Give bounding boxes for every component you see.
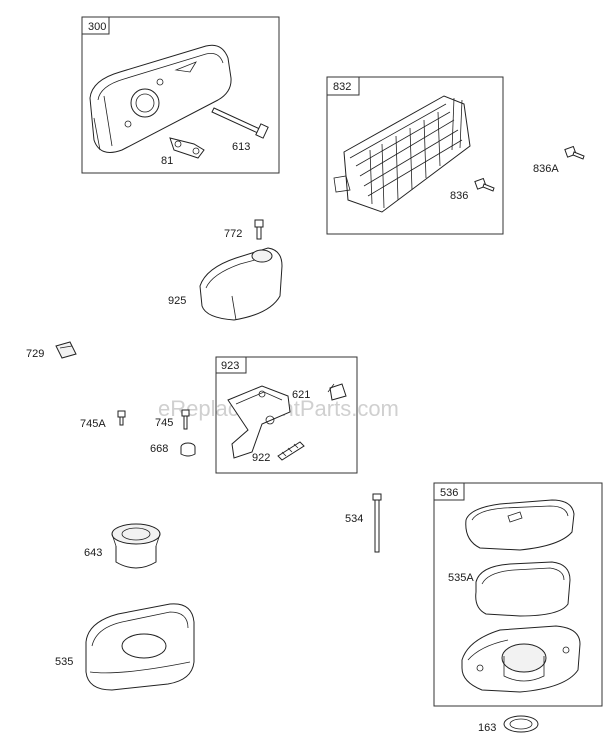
group-832[interactable]: 832 [326, 76, 504, 235]
air-cleaner-cover [465, 499, 575, 551]
group-832-tag [326, 76, 360, 96]
callout-81: 81 [161, 155, 173, 167]
callout-836: 836 [450, 190, 468, 202]
callout-668: 668 [150, 443, 168, 455]
group-923-tag [215, 356, 247, 374]
callout-925: 925 [168, 295, 186, 307]
air-filter-element [475, 561, 571, 617]
group-300-frame [81, 16, 280, 174]
group-536[interactable]: 536 [433, 482, 603, 707]
callout-535: 535 [55, 656, 73, 668]
group-832-frame [326, 76, 504, 235]
group-300[interactable]: 300 [81, 16, 280, 174]
part-745-screw [181, 409, 190, 430]
part-535-filter [85, 603, 195, 691]
group-300-number: 300 [88, 21, 106, 33]
part-922-spring [277, 441, 305, 461]
air-cleaner-base [461, 625, 581, 693]
group-923-frame [215, 356, 358, 474]
callout-922: 922 [252, 452, 270, 464]
callout-613: 613 [232, 141, 250, 153]
part-836A-screw [564, 145, 585, 160]
part-668-bushing [180, 442, 196, 457]
group-923-number: 923 [221, 360, 239, 372]
group-923[interactable]: 923 [215, 356, 358, 474]
part-772-screw [254, 219, 264, 240]
muffler-part [89, 44, 232, 153]
group-536-number: 536 [440, 487, 458, 499]
bracket-part [227, 385, 291, 459]
group-832-number: 832 [333, 81, 351, 93]
part-621-clip [327, 383, 347, 401]
part-643-adapter [111, 523, 161, 569]
part-745A-screw [117, 410, 126, 426]
callout-534: 534 [345, 513, 363, 525]
callout-621: 621 [292, 389, 310, 401]
part-534-bolt [372, 493, 382, 553]
callout-772: 772 [224, 228, 242, 240]
callout-745: 745 [155, 417, 173, 429]
part-81-bracket [169, 137, 205, 159]
part-729-clip [55, 341, 77, 359]
part-163-gasket [503, 715, 539, 733]
callout-745A: 745A [80, 418, 106, 430]
part-613-bolt [211, 107, 269, 139]
callout-163: 163 [478, 722, 496, 734]
callout-535A: 535A [448, 572, 474, 584]
part-836-screw [474, 177, 495, 192]
group-300-tag [81, 16, 110, 35]
part-925-shield [199, 247, 283, 321]
callout-643: 643 [84, 547, 102, 559]
callout-836A: 836A [533, 163, 559, 175]
callout-729: 729 [26, 348, 44, 360]
guard-part [333, 95, 471, 213]
group-536-frame [433, 482, 603, 707]
group-536-tag [433, 482, 465, 501]
